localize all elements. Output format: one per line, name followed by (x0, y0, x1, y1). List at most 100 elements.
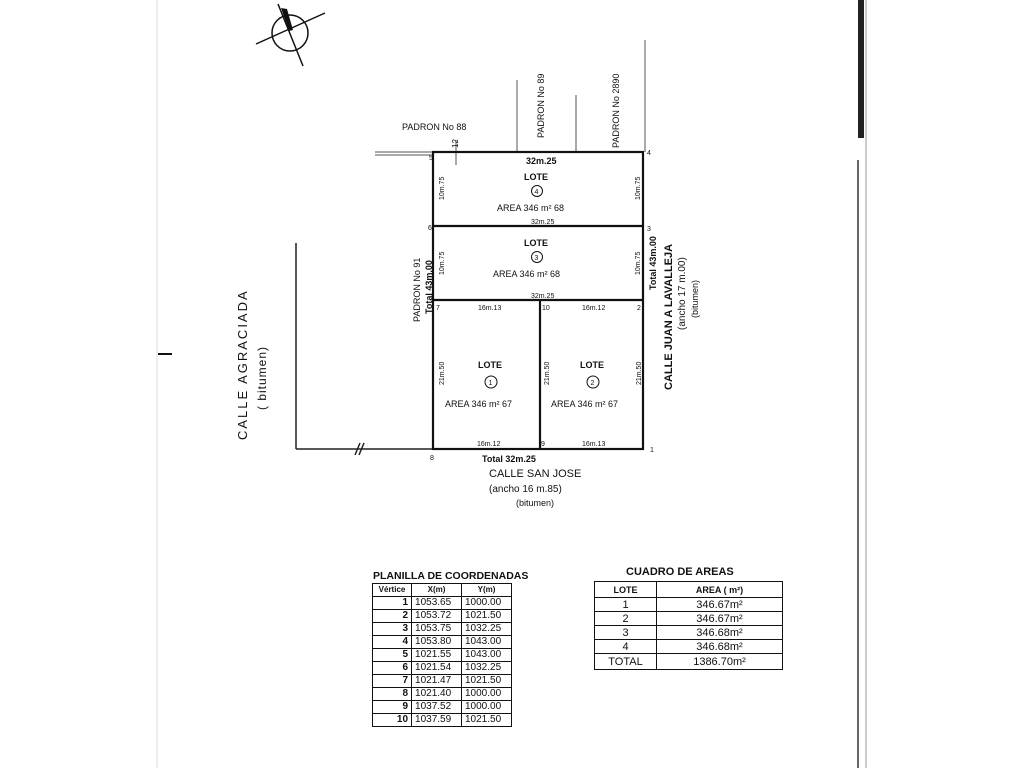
total-left-label: Total 43m.00 (424, 260, 434, 314)
coords-cell: 1021.55 (411, 648, 462, 662)
areas-cell: 1 (594, 597, 657, 612)
coords-cell: 1053.72 (411, 609, 462, 623)
svg-text:LOTE: LOTE (524, 238, 548, 248)
coords-cell: 2 (371, 609, 413, 623)
col-header: LOTE (594, 581, 657, 598)
coords-cell: 1053.75 (411, 622, 462, 636)
lot-outline (431, 150, 645, 451)
street-bottom-width: (ancho 16 m.85) (489, 484, 562, 495)
vertex-label: 10 (542, 305, 550, 312)
areas-cell: 2 (594, 611, 657, 626)
vertex-label: 4 (647, 150, 651, 157)
street-left-name: CALLE AGRACIADA (235, 289, 250, 440)
coords-cell: 1021.40 (411, 687, 462, 701)
mark-12: 12 (451, 139, 460, 148)
coords-cell: 1037.59 (411, 713, 462, 727)
coords-cell: 1043.00 (461, 648, 512, 662)
boundary-lines (295, 40, 646, 456)
coords-cell: 1021.47 (411, 674, 462, 688)
dim-side: 10m.75 (439, 252, 446, 275)
coords-cell: 1021.50 (461, 609, 512, 623)
vertex-label: 3 (647, 226, 651, 233)
lot-4: LOTE 4 AREA 346 m² 68 (497, 172, 564, 213)
svg-text:2: 2 (591, 380, 595, 387)
dim-mid2: 32m.25 (531, 293, 554, 300)
total-right-label: Total 43m.00 (648, 236, 658, 290)
dim-side: 10m.75 (439, 177, 446, 200)
areas-cell: 346.67m² (656, 597, 783, 612)
col-header: AREA ( m²) (656, 581, 783, 598)
areas-cell: 4 (594, 639, 657, 654)
coords-cell: 1021.50 (461, 713, 512, 727)
coords-cell: 8 (371, 687, 413, 701)
coords-cell: 1053.65 (411, 596, 462, 610)
coords-cell: 10 (371, 713, 413, 727)
coords-cell: 3 (371, 622, 413, 636)
coords-cell: 1043.00 (461, 635, 512, 649)
areas-cell: 3 (594, 625, 657, 640)
vertex-label: 5 (429, 155, 433, 162)
svg-text:3: 3 (535, 255, 539, 262)
coords-cell: 7 (371, 674, 413, 688)
vertex-label: 9 (541, 441, 545, 448)
areas-cell: 346.67m² (656, 611, 783, 626)
areas-cell: 346.68m² (656, 625, 783, 640)
coords-cell: 9 (371, 700, 413, 714)
coords-cell: 1032.25 (461, 622, 512, 636)
col-header: Vértice (371, 583, 413, 597)
dim-segment: 16m.13 (478, 305, 501, 312)
areas-table-title: CUADRO DE AREAS (626, 566, 734, 578)
street-right-name: CALLE JUAN A LAVALLEJA (663, 244, 675, 390)
street-right-surface: (bitumen) (690, 280, 700, 318)
padron-91-label: PADRON No 91 (412, 258, 422, 322)
coords-cell: 1000.00 (461, 700, 512, 714)
dim-side: 21m.50 (439, 362, 446, 385)
total-value: 1386.70m² (656, 653, 783, 670)
svg-text:LOTE: LOTE (478, 360, 502, 370)
vertex-label: 7 (436, 305, 440, 312)
coords-cell: 1037.52 (411, 700, 462, 714)
total-label: TOTAL (594, 653, 657, 670)
coords-cell: 1053.80 (411, 635, 462, 649)
dim-side: 10m.75 (635, 252, 642, 275)
col-header: X(m) (411, 583, 462, 597)
col-header: Y(m) (461, 583, 512, 597)
padron-88-label: PADRON No 88 (402, 122, 466, 132)
svg-text:AREA 346 m² 68: AREA 346 m² 68 (493, 269, 560, 279)
street-right-width: (ancho 17 m.00) (677, 257, 688, 330)
street-left-surface: ( bitumen) (255, 346, 269, 410)
coords-cell: 1000.00 (461, 596, 512, 610)
padron-89-label: PADRON No 89 (536, 74, 546, 138)
coords-cell: 6 (371, 661, 413, 675)
coords-cell: 5 (371, 648, 413, 662)
street-bottom-name: CALLE SAN JOSE (489, 468, 581, 480)
dim-side: 21m.50 (636, 362, 643, 385)
coords-cell: 4 (371, 635, 413, 649)
lot-2: LOTE 2 AREA 346 m² 67 (551, 360, 618, 409)
vertex-label: 6 (428, 225, 432, 232)
north-arrow-icon (255, 3, 326, 67)
dim-segment: 16m.12 (582, 305, 605, 312)
dim-top: 32m.25 (526, 156, 557, 166)
dim-mid1: 32m.25 (531, 219, 554, 226)
coords-cell: 1 (371, 596, 413, 610)
street-bottom-surface: (bitumen) (516, 498, 554, 508)
coords-cell: 1021.50 (461, 674, 512, 688)
lot-1: LOTE 1 AREA 346 m² 67 (445, 360, 512, 409)
